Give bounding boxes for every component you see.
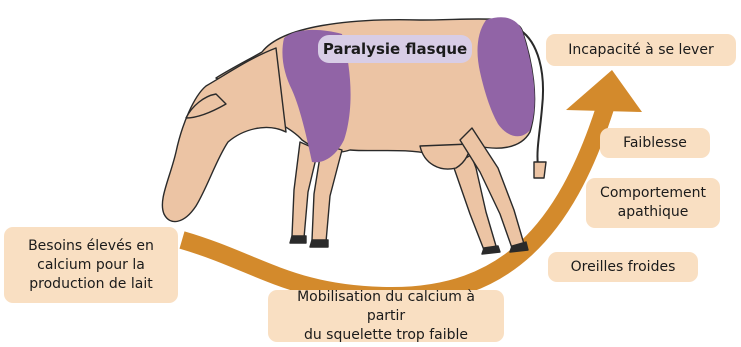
- cow-tail-tuft: [534, 162, 546, 178]
- cow-hoof: [310, 240, 328, 247]
- cow-hoof: [482, 246, 500, 254]
- cow-hoof: [290, 236, 306, 243]
- calcium-mobilisation-box: Mobilisation du calcium à partir du sque…: [268, 290, 504, 342]
- cold-ears-box: Oreilles froides: [548, 252, 698, 282]
- cannot-stand-box: Incapacité à se lever: [546, 34, 736, 66]
- weakness-box: Faiblesse: [600, 128, 710, 158]
- paralysis-label: Paralysie flasque: [318, 35, 472, 63]
- high-calcium-needs-box: Besoins élevés en calcium pour la produc…: [4, 227, 178, 303]
- apathetic-behaviour-box: Comportement apathique: [586, 178, 720, 228]
- cycle-arrow-head: [566, 70, 642, 112]
